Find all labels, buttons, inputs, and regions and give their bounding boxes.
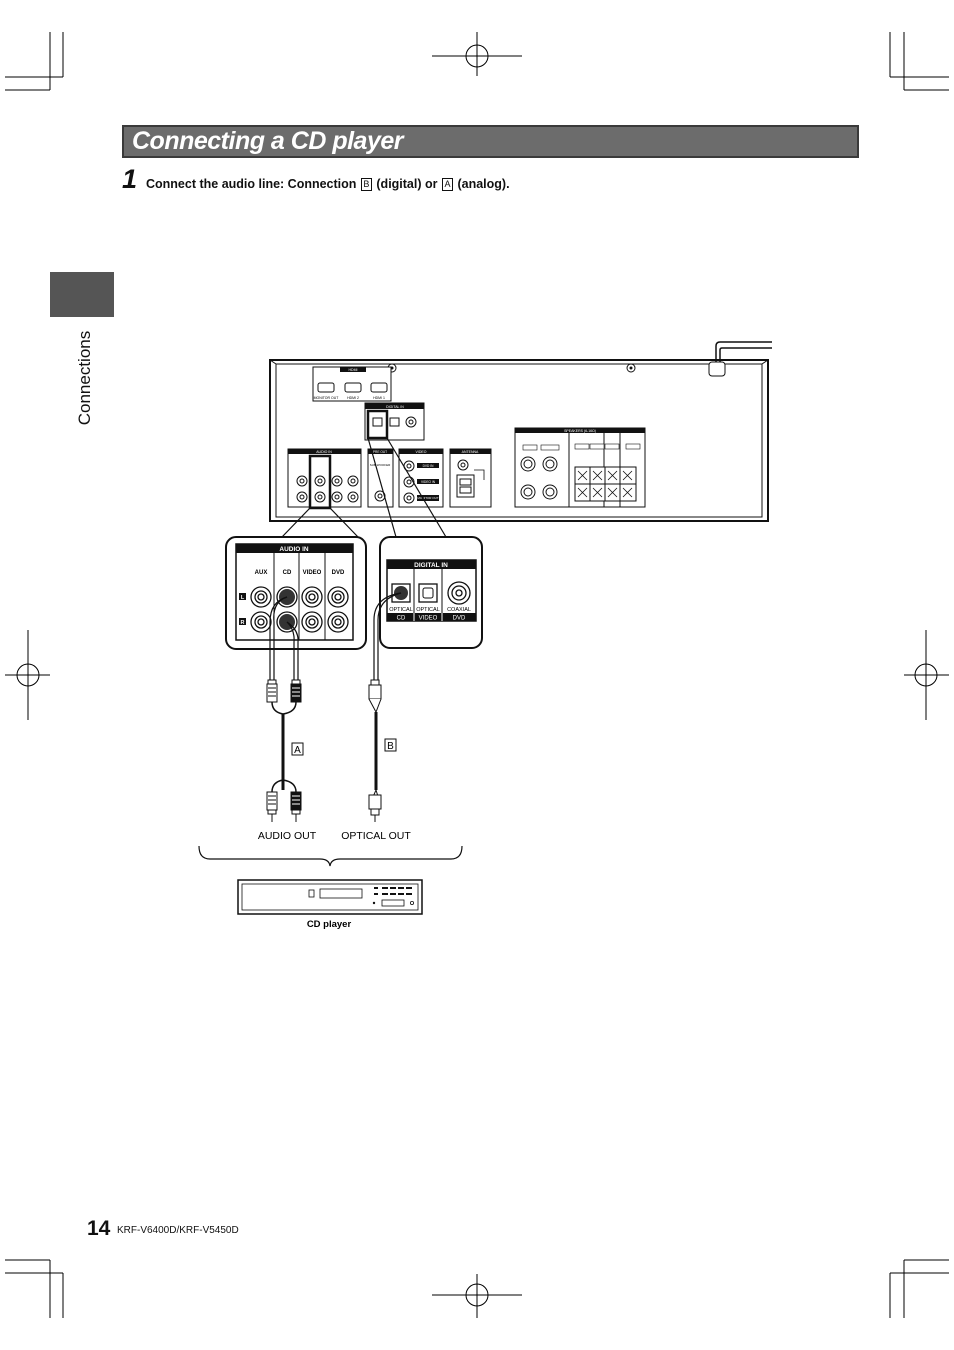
connection-a-label: A: [294, 745, 301, 756]
step-text-1: Connect the audio line: Connection: [146, 177, 357, 191]
panel-audio-in: AUDIO IN: [316, 450, 332, 454]
source-cd: CD: [397, 616, 406, 622]
type-optical-2: OPTICAL: [416, 607, 440, 613]
hdmi-port-2: HDMI 2: [347, 396, 359, 400]
box-label-a: A: [441, 178, 453, 191]
panel-video-port-2: VIDEO IN: [421, 480, 436, 484]
type-optical-1: OPTICAL: [389, 607, 413, 613]
source-dvd: DVD: [453, 616, 466, 622]
panel-pre-out: PRE OUT: [373, 450, 387, 454]
audio-in-zoom: AUDIO IN AUX CD VIDEO DVD L R: [225, 536, 367, 650]
panel-video-port-3: MONITOR OUT: [417, 496, 438, 500]
hdmi-port-1: MONITOR OUT: [314, 396, 340, 400]
col-aux: AUX: [255, 570, 268, 576]
panel-video-port-1: DVD IN: [423, 464, 435, 468]
hdmi-port-3: HDMI 1: [373, 396, 385, 400]
zoom-digital-in-title: DIGITAL IN: [414, 562, 448, 569]
box-label-b: B: [360, 178, 372, 191]
col-cd: CD: [283, 570, 292, 576]
cd-player-device: [237, 879, 423, 915]
step-instruction: Connect the audio line: Connection B (di…: [146, 177, 510, 191]
step-text-2: (digital) or: [376, 177, 438, 191]
type-coaxial: COAXIAL: [447, 607, 471, 613]
col-dvd: DVD: [332, 570, 345, 576]
connection-b-label: B: [387, 741, 394, 752]
col-video: VIDEO: [303, 570, 322, 576]
panel-digital-in: DIGITAL IN: [386, 405, 404, 409]
title-bar: [122, 125, 859, 158]
row-r: R: [241, 620, 245, 626]
panel-antenna: ANTENNA: [462, 450, 479, 454]
cd-player-label: CD player: [307, 919, 352, 930]
page-number: 14: [87, 1217, 111, 1240]
panel-video: VIDEO: [416, 450, 427, 454]
step-number: 1: [122, 164, 138, 194]
step-text-3: (analog).: [457, 177, 510, 191]
page-title: Connecting a CD player: [132, 127, 404, 155]
row-l: L: [241, 595, 245, 601]
digital-in-zoom: DIGITAL IN OPTICAL OPTICAL COAXIAL CD VI…: [379, 536, 483, 649]
audio-out-label: AUDIO OUT: [258, 830, 317, 842]
zoom-audio-in-title: AUDIO IN: [279, 546, 309, 553]
optical-out-label: OPTICAL OUT: [341, 830, 411, 842]
panel-speakers: SPEAKERS (6-16Ω): [564, 429, 596, 433]
receiver-rear-panel: HDMI MONITOR OUT HDMI 2 HDMI 1 DIGITAL I…: [269, 341, 772, 522]
hdmi-label: HDMI: [349, 368, 358, 372]
source-video: VIDEO: [419, 616, 438, 622]
section-tab: [50, 272, 114, 317]
model-number: KRF-V6400D/KRF-V5450D: [117, 1225, 239, 1236]
panel-subwoofer: SUB WOOFER: [370, 463, 391, 467]
